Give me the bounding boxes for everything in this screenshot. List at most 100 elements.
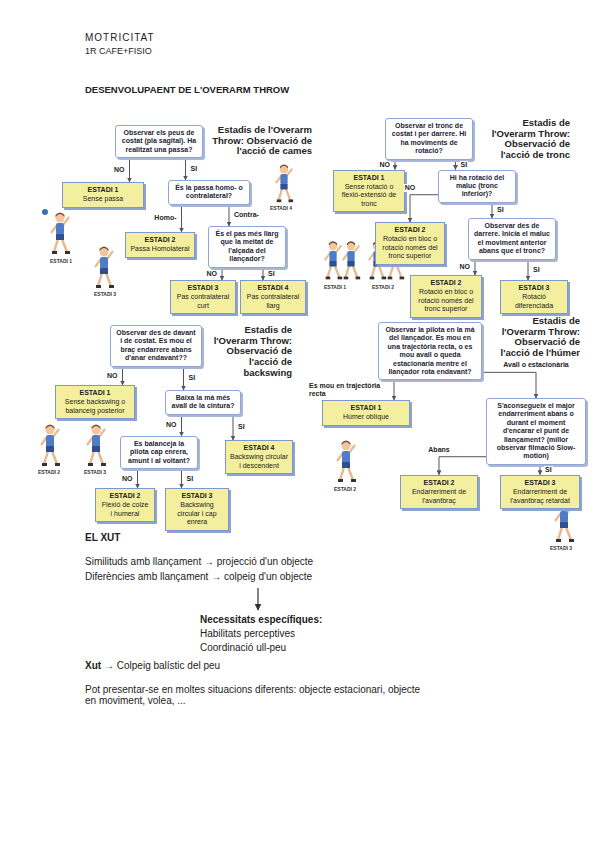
figure-caption: ESTADI 2 xyxy=(38,470,60,476)
edge-label: SI xyxy=(237,423,246,431)
text-line: Pot presentar-se en moltes situacions di… xyxy=(85,684,425,706)
stage-name: ESTADI 1 xyxy=(338,174,400,182)
panel-title: Estadis de l'Overarm Throw: Observació d… xyxy=(478,118,570,161)
edge-label: Abans xyxy=(427,446,450,454)
edge-label: Contra- xyxy=(233,211,260,219)
text-line: MOTRICITAT xyxy=(85,32,155,43)
box-text: Endarreriment de l'avantbraç xyxy=(405,488,473,505)
box-text: S'aconsegueix el major endarreriment aba… xyxy=(491,402,581,461)
connector xyxy=(137,469,138,488)
child-figure xyxy=(51,213,70,255)
figure-caption: ESTADI 1 xyxy=(324,285,346,291)
stage-name: ESTADI 3 xyxy=(505,284,563,292)
edge-label: NO xyxy=(121,475,134,483)
figure-caption: ESTADI 1 xyxy=(50,259,72,265)
connector xyxy=(475,260,476,275)
figure-caption: ESTADI 3 xyxy=(94,292,116,298)
panel-title: Estadis de l'Overarm Throw: Observació d… xyxy=(488,316,580,359)
connector xyxy=(122,367,123,385)
box-text: Sense rotació o flexió-extensió de tronc xyxy=(338,183,400,208)
box-text: Pas contralateral llarg xyxy=(245,293,301,310)
connector xyxy=(528,260,529,280)
box-text: Backswing circular i cap enrera xyxy=(170,501,224,526)
box-text: Rotació en bloc o rotació només del tron… xyxy=(415,288,477,313)
stage-box: ESTADI 3Endarreriment de l'avantbraç ret… xyxy=(500,475,580,509)
connector xyxy=(492,203,493,218)
text-line: Habilitats perceptives xyxy=(200,628,295,639)
stage-name: ESTADI 2 xyxy=(415,279,477,287)
stage-box: ESTADI 3Backswing circular i cap enrera xyxy=(165,488,229,531)
question-box: Observar des de davant i de costat. Es m… xyxy=(110,325,202,367)
connector xyxy=(263,268,264,280)
edge-label: NO xyxy=(206,270,219,278)
box-text: Observar els peus de costat (pla sagital… xyxy=(120,129,198,154)
connector xyxy=(229,205,230,226)
question-box: Observar des de darrere. Inicia el maluc… xyxy=(468,218,556,260)
question-box: Observar la pilota en la mà del llançado… xyxy=(378,322,482,380)
stage-box: ESTADI 2Passa Homolateral xyxy=(125,232,195,258)
question-box: Observar el tronc de costat i per darrer… xyxy=(385,118,473,160)
stage-box: ESTADI 2Rotació en bloc o rotació només … xyxy=(410,275,482,318)
connector xyxy=(129,158,130,182)
connector xyxy=(482,372,536,398)
ball xyxy=(42,209,48,215)
connector xyxy=(185,158,186,180)
child-figure xyxy=(95,247,114,289)
stage-box: ESTADI 4Backswing circular i descendent xyxy=(225,440,293,474)
edge-label: SI xyxy=(460,161,469,169)
edge-label: SI xyxy=(186,475,195,483)
stage-box: ESTADI 2Rotació en bloc o rotació només … xyxy=(375,222,445,265)
panel-title: Estadis de l'Overarm Throw: Observació d… xyxy=(207,325,292,378)
box-text: Húmer oblíque xyxy=(327,413,405,421)
connector xyxy=(181,205,182,232)
connector xyxy=(181,469,182,488)
stage-name: ESTADI 3 xyxy=(175,284,231,292)
figure-caption: ESTADI 2 xyxy=(334,487,356,493)
text-line: Necessitats específiques: xyxy=(200,614,322,625)
stage-box: ESTADI 3Rotació diferenciada xyxy=(500,280,568,314)
connector xyxy=(222,268,223,280)
edge-label: SI xyxy=(190,165,199,173)
connector xyxy=(395,160,396,170)
connector xyxy=(394,380,395,400)
stage-box: ESTADI 1Sense backswing o balanceig post… xyxy=(55,385,135,419)
question-box: Es balanceja la pilota cap enrera, amunt… xyxy=(120,436,198,469)
edge-label: NO xyxy=(113,166,126,174)
edge-label: SI xyxy=(532,266,541,274)
stage-name: ESTADI 1 xyxy=(327,404,405,412)
edge-label: NO xyxy=(404,184,417,192)
connector xyxy=(410,195,438,222)
box-text: És la passa homo- o contralateral? xyxy=(173,184,245,201)
stage-box: ESTADI 3Pas contralateral curt xyxy=(170,280,236,314)
stage-name: ESTADI 3 xyxy=(505,479,575,487)
connector xyxy=(181,415,182,436)
connector xyxy=(540,465,541,475)
edge-label: NO xyxy=(165,421,178,429)
question-box: És el pas més llarg que la meitat de l'a… xyxy=(208,226,286,268)
stage-box: ESTADI 2Endarreriment de l'avantbraç xyxy=(400,475,478,509)
text-line: Xut xyxy=(85,660,101,671)
box-text: Rotació en bloc o rotació només del tron… xyxy=(380,235,440,260)
stage-box: ESTADI 4Pas contralateral llarg xyxy=(240,280,306,314)
box-text: Observar el tronc de costat i per darrer… xyxy=(390,122,468,156)
connector xyxy=(183,367,184,390)
box-text: Sense passa xyxy=(67,195,139,203)
stage-name: ESTADI 2 xyxy=(405,479,473,487)
edge-label: SI xyxy=(267,270,276,278)
box-text: Backswing circular i descendent xyxy=(230,453,288,470)
figure-caption: ESTADI 2 xyxy=(372,285,394,291)
box-text: Observar des de davant i de costat. Es m… xyxy=(115,329,197,363)
child-figure xyxy=(87,425,106,467)
text-line: Diferències amb llançament → colpeig d'u… xyxy=(85,571,312,582)
box-text: Flexió de colze i humeral xyxy=(100,501,150,518)
box-text: És el pas més llarg que la meitat de l'a… xyxy=(213,230,281,264)
stage-name: ESTADI 2 xyxy=(380,226,440,234)
stage-name: ESTADI 4 xyxy=(245,284,301,292)
figure-caption: ESTADI 4 xyxy=(270,206,292,212)
edge-label: Es mou en trajectòria recta xyxy=(308,382,390,398)
box-text: Pas contralateral curt xyxy=(175,293,231,310)
question-box: Hi ha rotació del maluc (tronc inferior)… xyxy=(438,170,516,203)
child-figure xyxy=(276,164,293,202)
child-figure xyxy=(325,241,342,279)
